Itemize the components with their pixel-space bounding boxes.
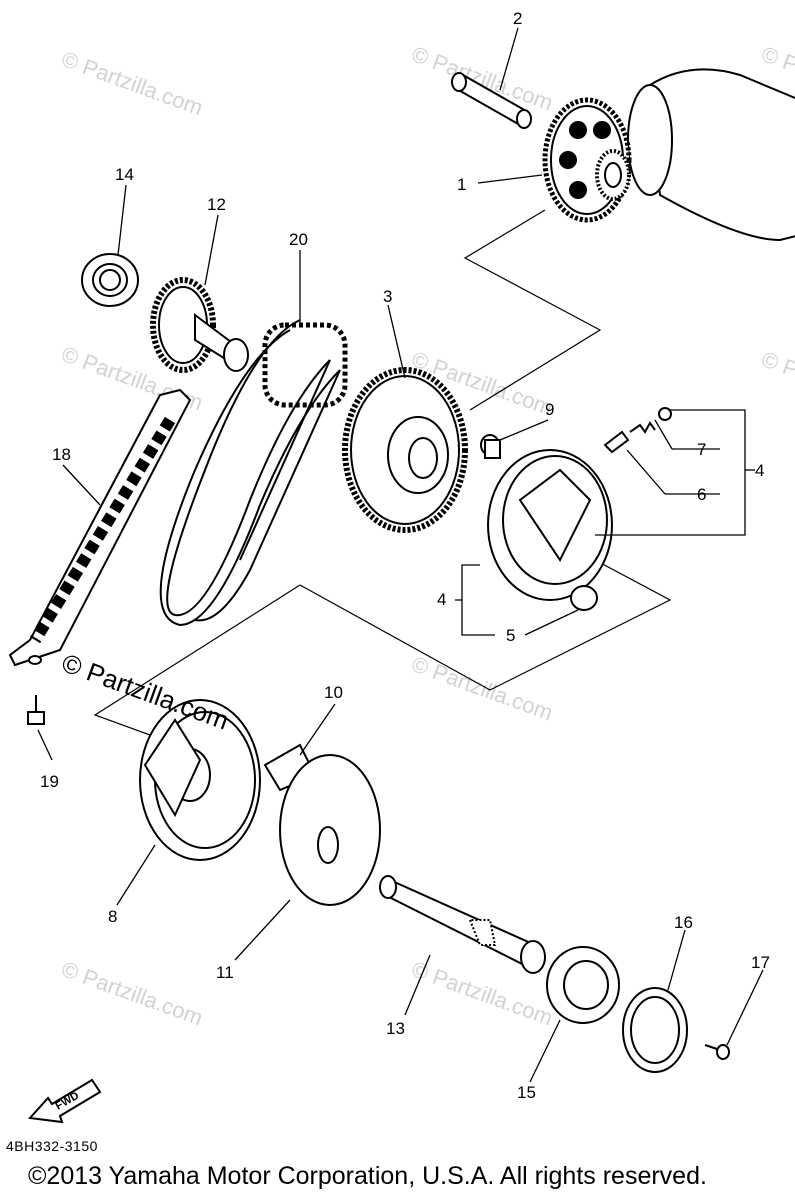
plunger-part-6 xyxy=(603,430,630,454)
watermark: © Partzilla.com xyxy=(58,46,206,120)
starter-clutch-part-4 xyxy=(487,449,613,601)
leader-lines xyxy=(37,27,764,1083)
callout-13: 13 xyxy=(386,1019,405,1038)
watermark: © Partzilla.com xyxy=(408,651,556,725)
callout-numbers: 2 1 3 9 7 4 6 4 5 14 12 20 18 19 10 8 11… xyxy=(40,9,770,1102)
sprocket-part-3 xyxy=(342,367,468,533)
shaft-part-13 xyxy=(379,875,546,974)
roller-part-5 xyxy=(570,585,598,611)
clutch-outer-part-8 xyxy=(139,699,261,861)
callout-16: 16 xyxy=(674,913,693,932)
bearing-part-14 xyxy=(81,253,139,307)
callout-12: 12 xyxy=(207,195,226,214)
watermark: © Partzilla.com xyxy=(58,956,206,1030)
chain-guide-part-18 xyxy=(8,388,192,667)
callout-2: 2 xyxy=(513,9,522,28)
idler-gear-part-1 xyxy=(542,97,632,223)
diagram-part-code: 4BH332-3150 xyxy=(6,1138,98,1154)
callout-19: 19 xyxy=(40,772,59,791)
callout-18: 18 xyxy=(52,445,71,464)
copyright-notice: ©2013 Yamaha Motor Corporation, U.S.A. A… xyxy=(28,1162,707,1190)
plate-part-11 xyxy=(279,754,381,906)
spring-part-7 xyxy=(629,407,672,434)
callout-4-left: 4 xyxy=(437,590,446,609)
callout-11: 11 xyxy=(216,963,234,982)
pin-part-2 xyxy=(451,72,532,129)
callout-17: 17 xyxy=(751,953,770,972)
callout-10: 10 xyxy=(324,683,343,702)
screw-part-17 xyxy=(704,1044,730,1060)
bearing-part-15 xyxy=(546,946,620,1024)
callout-5: 5 xyxy=(506,626,515,645)
callout-7: 7 xyxy=(697,440,706,459)
callout-14: 14 xyxy=(115,165,134,184)
bolt-part-19 xyxy=(27,695,45,725)
callout-6: 6 xyxy=(697,485,706,504)
callout-8: 8 xyxy=(108,907,117,926)
starter-motor xyxy=(627,68,795,242)
callout-1: 1 xyxy=(457,175,466,194)
watermark: © Partzilla.com xyxy=(758,346,795,420)
callout-4-right: 4 xyxy=(755,461,764,480)
callout-3: 3 xyxy=(383,287,392,306)
callout-9: 9 xyxy=(545,400,554,419)
gear-part-12 xyxy=(150,277,249,373)
plate-part-16 xyxy=(622,987,688,1073)
callout-15: 15 xyxy=(517,1083,536,1102)
partzilla-watermark: © Partzilla.com xyxy=(58,647,233,735)
forward-arrow-icon: FWD xyxy=(27,1078,102,1124)
screw-part-9 xyxy=(480,434,501,459)
chain-part-20 xyxy=(159,319,348,627)
callout-20: 20 xyxy=(289,230,308,249)
assembly-guide-lines xyxy=(93,209,672,736)
